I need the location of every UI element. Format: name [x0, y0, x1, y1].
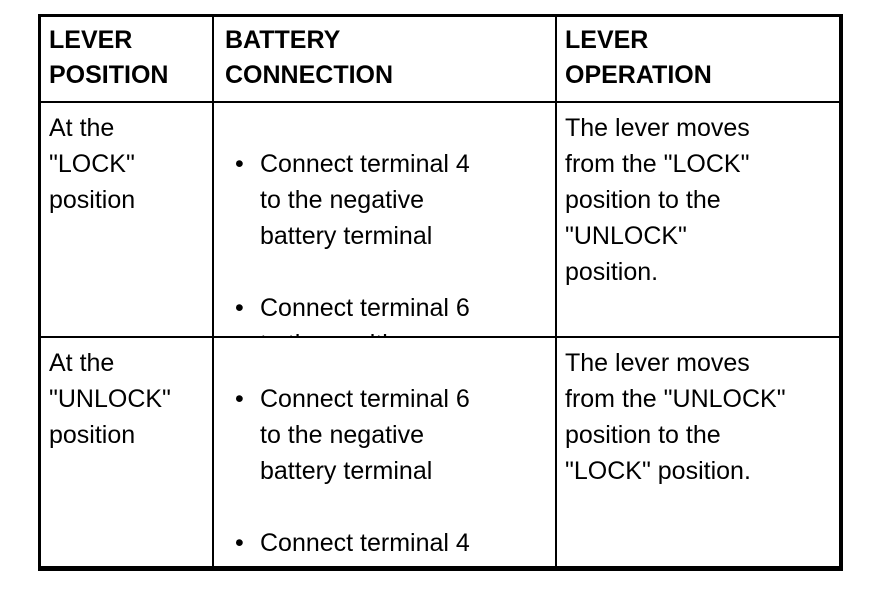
lever-operation-table: LEVER POSITION BATTERY CONNECTION LEVER …: [38, 14, 843, 571]
list-item: • Connect terminal 4 to the negative bat…: [214, 146, 551, 254]
bullet-icon: •: [235, 294, 244, 322]
bullet-icon: •: [235, 385, 244, 413]
bullet-text: Connect terminal 4 to the positive batte…: [260, 529, 470, 566]
bullet-text: Connect terminal 6 to the positive batte…: [260, 294, 470, 336]
header-cell-lever-position: LEVER POSITION: [41, 17, 214, 103]
cell-row2-lever-operation: The lever moves from the "UNLOCK" positi…: [565, 349, 786, 485]
bullet-icon: •: [235, 150, 244, 178]
cell-row1-lever-operation: The lever moves from the "LOCK" position…: [557, 103, 839, 338]
cell-row2-battery-connection: • Connect terminal 6 to the negative bat…: [214, 338, 557, 566]
bullet-text: Connect terminal 4 to the negative batte…: [260, 150, 470, 250]
cell-row1-lever-position: At the "LOCK" position: [41, 103, 214, 338]
cell-row1-battery-connection: • Connect terminal 4 to the negative bat…: [214, 103, 557, 338]
cell-row2-lever-position: At the "UNLOCK" position: [41, 338, 214, 566]
list-item: • Connect terminal 4 to the positive bat…: [214, 525, 551, 566]
list-item: • Connect terminal 6 to the negative bat…: [214, 381, 551, 489]
bullet-icon: •: [235, 529, 244, 557]
header-cell-battery-connection: BATTERY CONNECTION: [214, 17, 557, 103]
bullet-text: Connect terminal 6 to the negative batte…: [260, 385, 470, 485]
list-item: • Connect terminal 6 to the positive bat…: [214, 290, 551, 336]
header-cell-lever-operation: LEVER OPERATION: [557, 17, 839, 103]
